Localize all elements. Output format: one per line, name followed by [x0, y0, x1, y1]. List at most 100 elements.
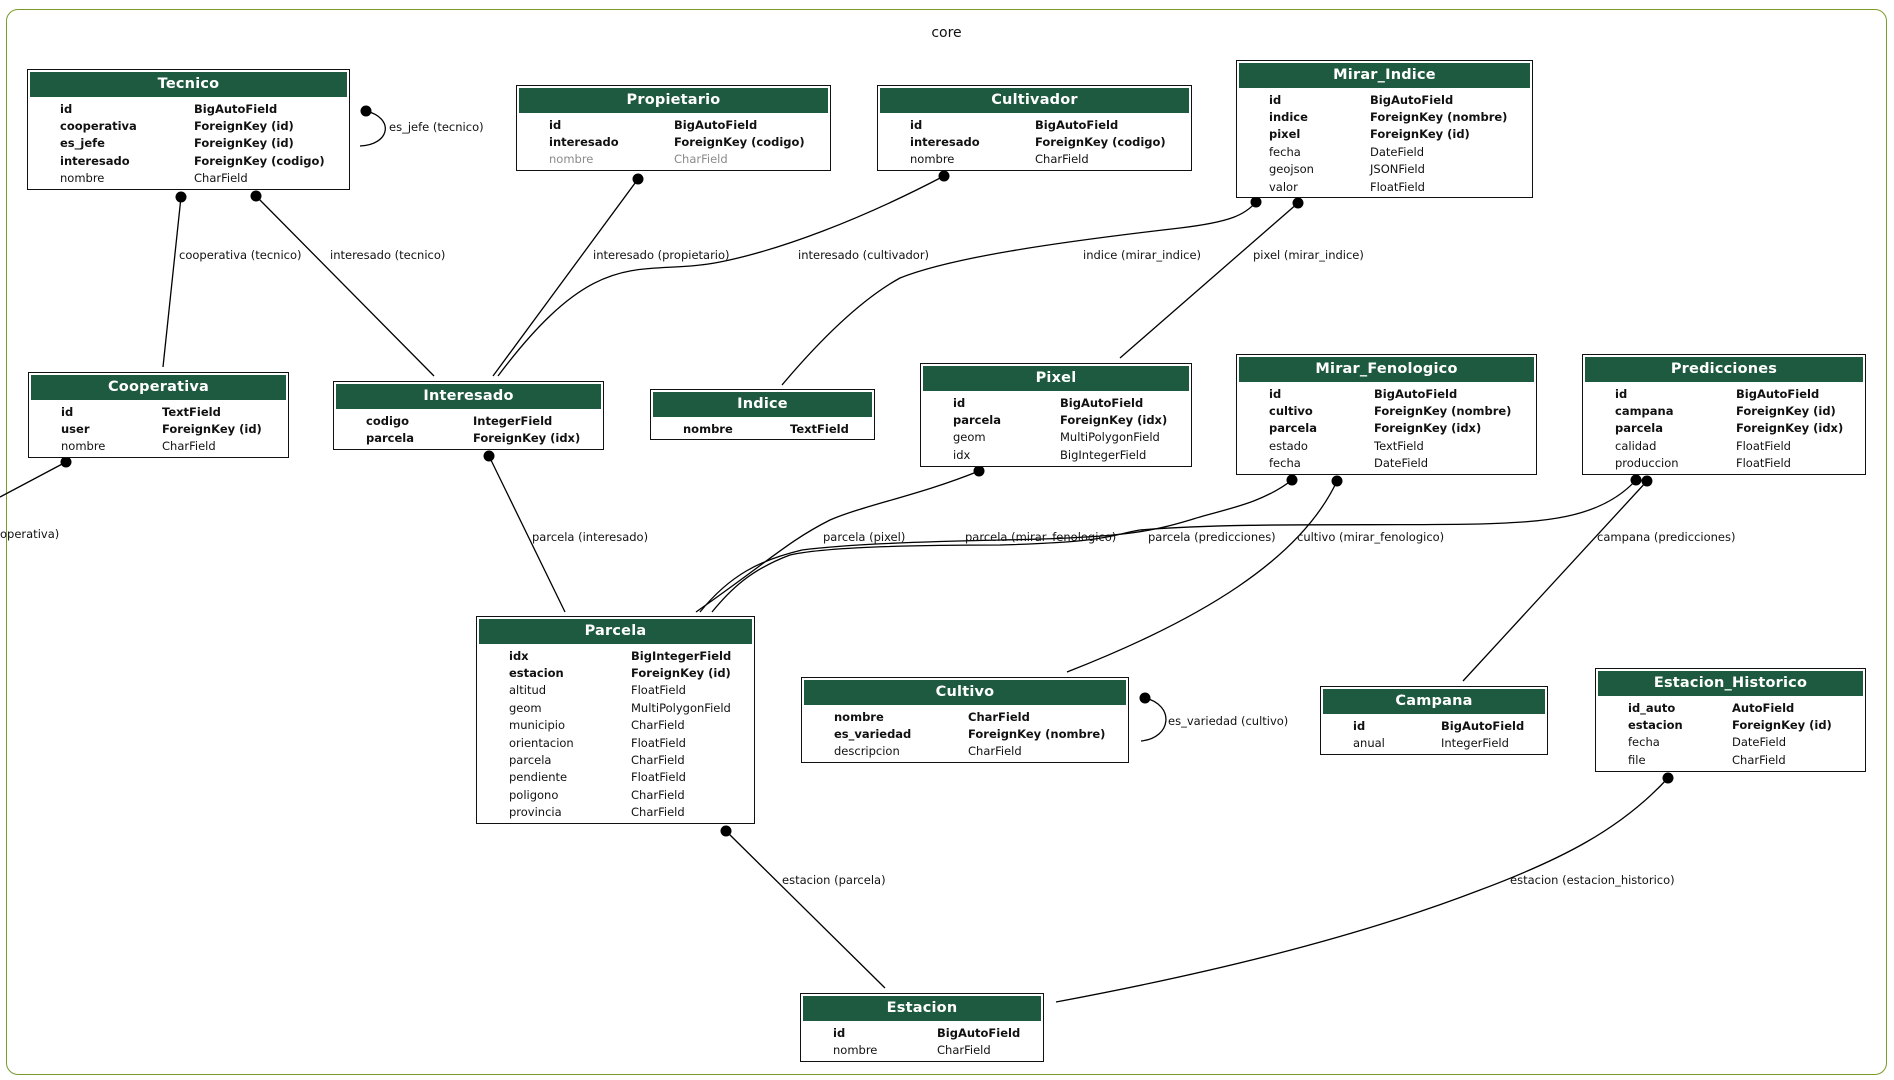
field-name: file [1628, 752, 1646, 767]
field-name: parcela [953, 413, 1001, 428]
field-type: ForeignKey (idx) [1060, 413, 1168, 428]
field-type: CharField [162, 439, 216, 454]
field-name: estacion [1628, 718, 1683, 733]
field-type: TextField [790, 421, 849, 436]
field-name: codigo [366, 413, 410, 428]
model-title: Cooperativa [31, 375, 286, 400]
field-name: pendiente [509, 770, 568, 785]
model-title: Mirar_Fenologico [1239, 357, 1534, 382]
relation-es-variedad [1139, 692, 1167, 742]
field-name: idx [953, 447, 971, 462]
relation-line [1462, 480, 1648, 682]
field-name: poligono [509, 787, 559, 802]
field-type: DateField [1370, 144, 1425, 159]
relation-parcela-predicciones [711, 474, 1642, 613]
field-name: fecha [1269, 456, 1301, 471]
field-type: CharField [631, 805, 685, 820]
relation-interesado-propietario [492, 173, 644, 377]
field-name: estado [1269, 438, 1308, 453]
field-type: TextField [162, 404, 221, 419]
field-row: parcela ForeignKey (idx) [923, 411, 1189, 428]
field-type: ForeignKey (id) [194, 136, 294, 151]
field-type: ForeignKey (idx) [1374, 421, 1482, 436]
field-type: FloatField [1370, 179, 1425, 194]
model-title: Estacion_Historico [1598, 671, 1863, 696]
field-name: cooperativa [60, 119, 137, 134]
relation-endpoint-dot [483, 450, 495, 462]
relation-cooperativa-tecnico [162, 191, 187, 368]
relation-line [162, 196, 182, 368]
relation-parcela-interesado [483, 450, 566, 613]
field-type: ForeignKey (id) [631, 666, 731, 681]
model-title: Cultivador [880, 88, 1189, 113]
relation-label: operativa) [0, 527, 60, 541]
relation-label: interesado (propietario) [593, 248, 730, 262]
relation-line [781, 201, 1257, 386]
field-type: CharField [1732, 752, 1786, 767]
field-type: ForeignKey (id) [1370, 127, 1470, 142]
field-type: FloatField [631, 683, 686, 698]
field-name: id [61, 404, 74, 419]
field-type: BigAutoField [1736, 386, 1820, 401]
relation-line [711, 479, 1637, 613]
field-name: nombre [683, 421, 733, 436]
relation-endpoint-dot [1292, 197, 1304, 209]
relation-line [725, 830, 886, 989]
field-type: BigAutoField [194, 101, 278, 116]
relation-label: interesado (cultivador) [798, 248, 930, 262]
field-name: descripcion [834, 744, 900, 759]
model-title: Predicciones [1585, 357, 1863, 382]
relation-label: interesado (tecnico) [330, 248, 446, 262]
field-type: ForeignKey (nombre) [1374, 404, 1512, 419]
field-type: CharField [1035, 152, 1089, 167]
relation-user-cooperativa [0, 456, 72, 498]
relation-campana-predicciones [1462, 475, 1653, 682]
model-title: Pixel [923, 366, 1189, 391]
relation-label: pixel (mirar_indice) [1253, 248, 1364, 262]
field-type: ForeignKey (nombre) [1370, 110, 1508, 125]
relation-line [1119, 202, 1299, 359]
relation-line [1066, 480, 1338, 673]
relation-label: parcela (interesado) [532, 530, 649, 544]
field-type: BigAutoField [674, 117, 758, 132]
relation-endpoint-dot [973, 465, 985, 477]
field-name: id [910, 117, 923, 132]
field-type: BigAutoField [1374, 386, 1458, 401]
relation-label: cooperativa (tecnico) [179, 248, 302, 262]
relation-label: parcela (pixel) [823, 530, 906, 544]
